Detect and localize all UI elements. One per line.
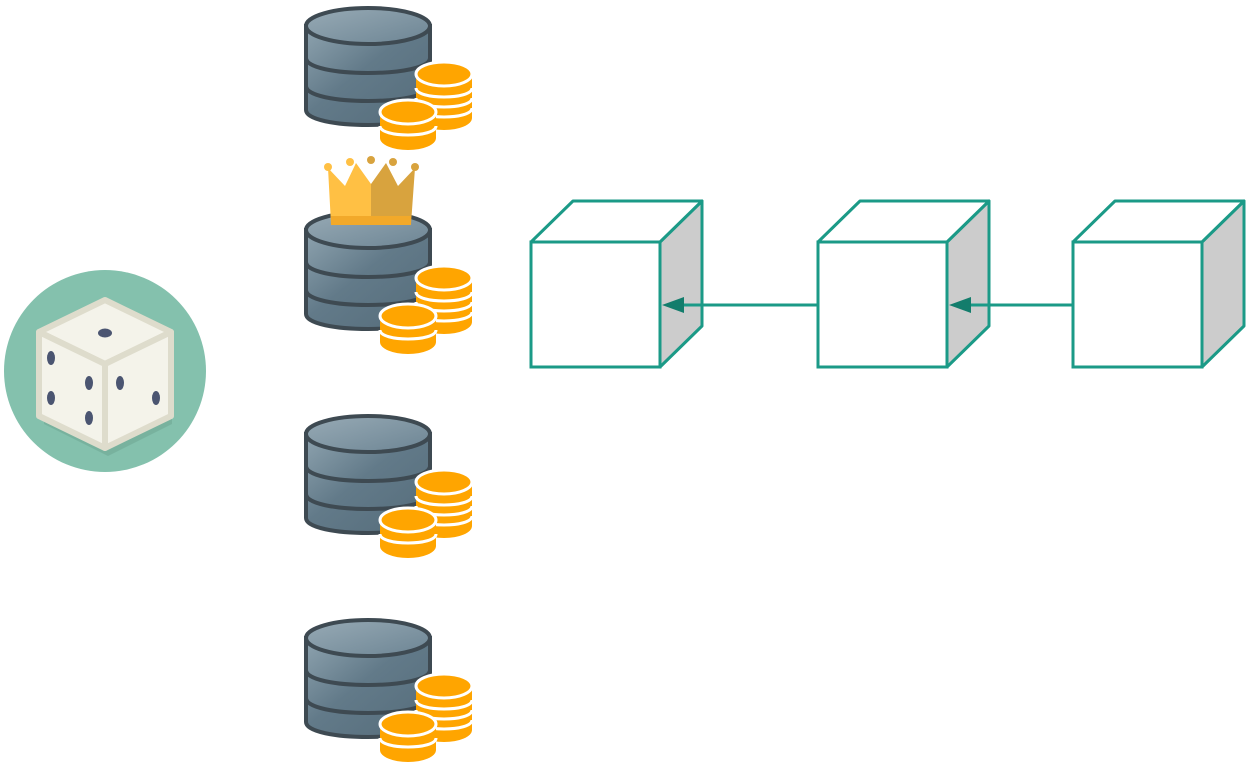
block-cube-icon <box>529 199 704 369</box>
block-cube-icon <box>816 199 991 369</box>
node-database-coins-icon <box>304 618 474 764</box>
crown-icon <box>324 156 419 225</box>
block-cube-icon <box>1071 199 1246 369</box>
leader-node-database-coins-icon <box>304 210 474 356</box>
node-database-coins-icon <box>304 414 474 560</box>
node-database-coins-icon <box>304 6 474 152</box>
arrow-left-icon <box>949 297 1073 313</box>
dice-icon <box>4 270 206 472</box>
arrow-left-icon <box>662 297 818 313</box>
